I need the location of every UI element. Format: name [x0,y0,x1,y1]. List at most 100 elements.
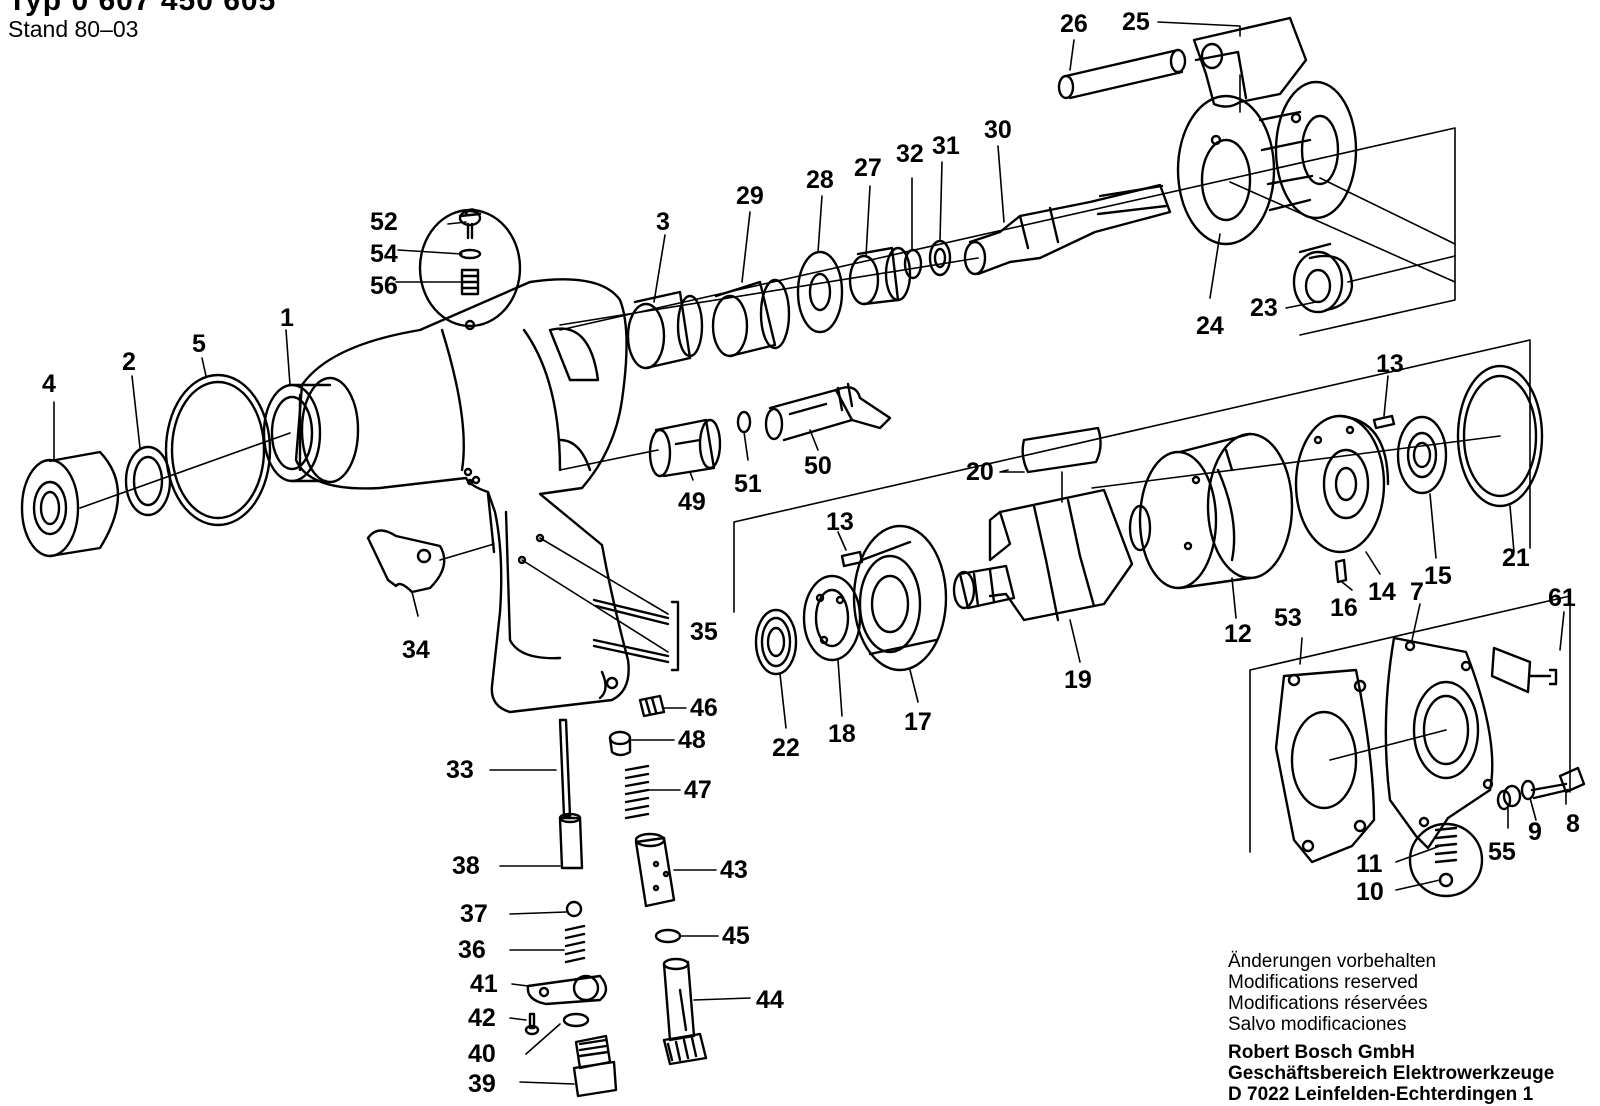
inlet-fitting-part-39 [572,1034,618,1098]
company-division: Geschäftsbereich Elektrowerkzeuge [1228,1063,1555,1084]
label-part-50: 50 [804,452,832,480]
label-part-18: 18 [828,720,856,748]
ring-part-45 [654,928,682,944]
cylinder-part-12 [1138,432,1294,590]
spring-part-47 [624,764,650,820]
label-part-20: 20 [966,458,994,486]
label-part-1: 1 [280,304,294,332]
label-part-55: 55 [1488,838,1516,866]
regulator-part-44 [662,957,708,1066]
reverse-lever-part-50 [764,382,892,442]
label-part-53: 53 [1274,604,1302,632]
label-part-43: 43 [720,856,748,884]
washer-part-51 [736,410,752,434]
label-part-41: 41 [470,970,498,998]
screw-part-8 [1530,766,1586,800]
diagram-type-title: Typ 0 607 450 605 [8,0,277,17]
label-part-47: 47 [684,776,712,804]
label-part-35: 35 [690,618,718,646]
company-address: D 7022 Leinfelden-Echterdingen 1 [1228,1084,1534,1105]
label-part-27: 27 [854,154,882,182]
label-part-46: 46 [690,694,718,722]
screw-detail-circle [418,208,522,328]
pin-part-26 [1057,48,1187,100]
bracket-motor [733,339,1531,613]
label-part-39: 39 [468,1070,496,1098]
end-plate-part-17 [852,524,948,672]
hammer-cage-part-24 [1176,80,1358,246]
bracket-upper [559,127,1456,336]
bushing-part-3 [626,290,704,370]
label-part-40: 40 [468,1040,496,1068]
note-en: Modifications reserved [1228,972,1419,993]
spring-part-36 [564,924,586,964]
assembly-axis-motor [1091,435,1501,489]
label-part-12: 12 [1224,620,1252,648]
label-part-13-upper: 13 [1376,350,1404,378]
label-part-7: 7 [1410,578,1424,606]
gasket-part-21 [1456,364,1544,508]
label-part-29: 29 [736,182,764,210]
pin-part-13-upper [1372,414,1396,430]
label-part-13-lower: 13 [826,508,854,536]
anvil-shaft-part-30 [963,183,1172,276]
sleeve-part-49 [648,418,722,478]
label-part-33: 33 [446,756,474,784]
plate-part-41 [526,974,608,1006]
label-part-30: 30 [984,116,1012,144]
front-cover-part-4 [20,450,120,558]
washer-part-28 [796,250,844,334]
ring-part-40 [562,1012,590,1028]
plate-part-61 [1490,646,1558,694]
label-part-32: 32 [896,140,924,168]
label-part-17: 17 [904,708,932,736]
label-part-31: 31 [932,132,960,160]
stand-date: Stand 80–03 [8,16,139,42]
label-part-2: 2 [122,348,136,376]
seal-ring-part-5 [164,373,272,527]
label-part-5: 5 [192,330,206,358]
label-part-8: 8 [1566,810,1580,838]
pin-part-16 [1334,558,1348,584]
sleeve-part-27 [848,246,912,306]
label-part-23: 23 [1250,294,1278,322]
bearing-plate-part-14 [1294,414,1390,554]
label-part-34: 34 [402,636,430,664]
label-part-37: 37 [460,900,488,928]
label-part-52: 52 [370,208,398,236]
note-fr: Modifications réservées [1228,993,1428,1014]
label-part-38: 38 [452,852,480,880]
hammer-part-23 [1292,242,1354,314]
label-part-25: 25 [1122,8,1150,36]
company-block: Robert Bosch GmbH Geschäftsbereich Elekt… [1228,1042,1554,1105]
label-part-26: 26 [1060,10,1088,38]
valve-body-part-43 [634,832,676,908]
valve-detail-circle [1408,822,1484,898]
label-part-28: 28 [806,166,834,194]
part-number-labels: 1 2 3 4 5 7 8 9 10 11 12 13 13 14 15 16 … [42,8,1580,1098]
label-part-15: 15 [1424,562,1452,590]
nut-part-55 [1496,784,1522,811]
o-ring-part-2 [124,445,172,517]
ring-part-31 [928,239,952,277]
screw-part-46 [638,694,666,718]
ring-part-32 [903,248,923,280]
ball-part-37 [565,900,583,918]
label-part-21: 21 [1502,544,1530,572]
bushing-part-29 [711,278,791,358]
label-part-14: 14 [1368,578,1396,606]
label-part-19: 19 [1064,666,1092,694]
valve-sleeve-part-38 [558,812,584,870]
trigger-part-34 [366,529,446,594]
label-part-22: 22 [772,734,800,762]
pin-part-33 [558,718,572,818]
label-part-44: 44 [756,986,784,1014]
label-part-56: 56 [370,272,398,300]
label-part-48: 48 [678,726,706,754]
label-part-16: 16 [1330,594,1358,622]
label-part-51: 51 [734,470,762,498]
assembly-axis-front [79,432,291,509]
leader-trigger [439,543,495,561]
spring-washer-part-9 [1520,779,1536,801]
